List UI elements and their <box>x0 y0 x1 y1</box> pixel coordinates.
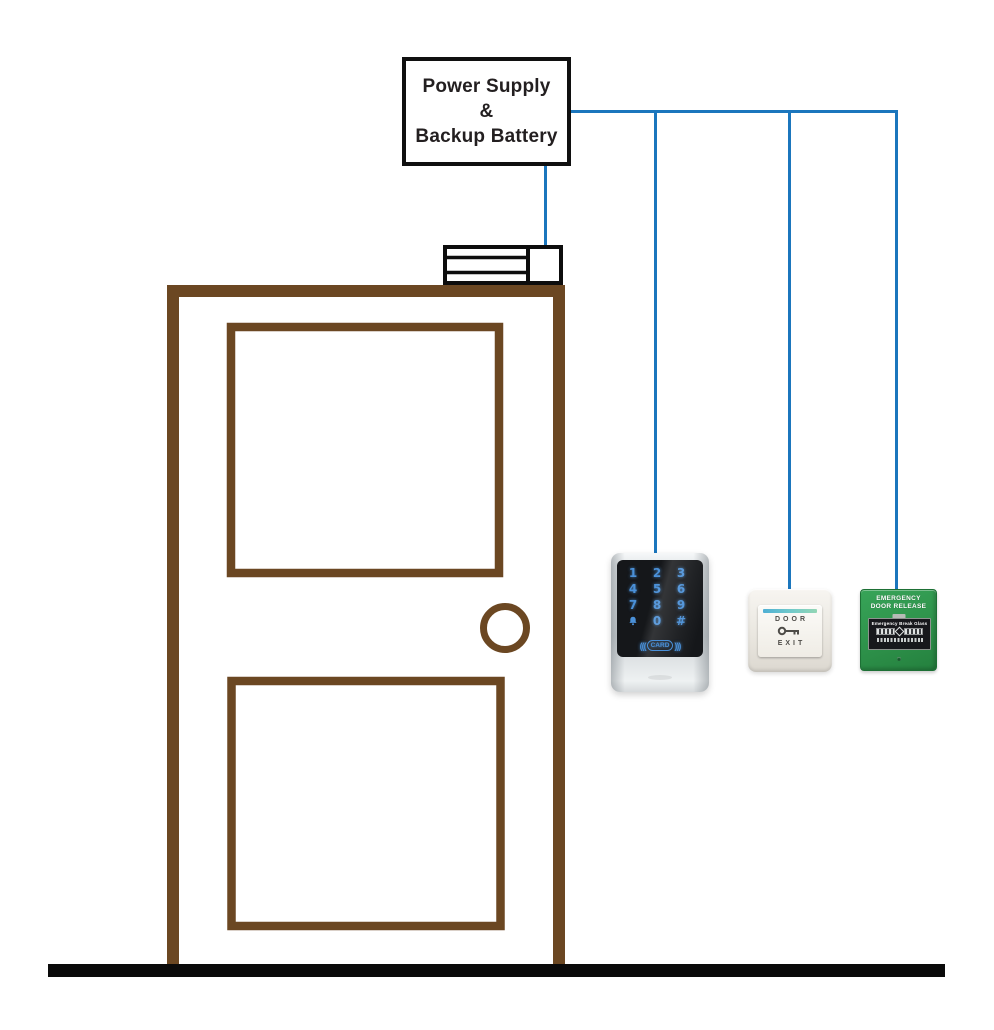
glass-panel: Emergency Break Glass <box>868 618 931 650</box>
glass-panel-tab <box>892 614 905 619</box>
barcode-strip <box>904 628 923 635</box>
maglock-body <box>443 245 563 285</box>
door-upper-panel <box>226 322 504 578</box>
door-lower-panel <box>227 676 505 931</box>
barcode-strip <box>876 628 895 635</box>
break-glass-header: EMERGENCY DOOR RELEASE <box>861 595 936 610</box>
power-supply-label-line3: Backup Battery <box>415 126 558 148</box>
power-supply-label-line2: & <box>479 100 494 122</box>
rfid-wave-left-icon: ((( <box>639 640 647 651</box>
doorbell-icon <box>629 616 637 626</box>
keypad-keys-grid: 1 2 3 4 5 6 7 8 9 0 # <box>621 565 693 629</box>
glass-barcode-row <box>869 626 930 637</box>
keypad-key-0: 0 <box>652 614 662 628</box>
door-frame-left <box>167 285 179 965</box>
glass-panel-label: Emergency Break Glass <box>871 621 928 626</box>
door-frame-right <box>553 285 565 965</box>
maglock <box>443 245 563 285</box>
power-supply-box: Power Supply & Backup Battery <box>402 57 571 166</box>
keypad-key-hash: # <box>675 614 687 628</box>
keypad-screen: 1 2 3 4 5 6 7 8 9 0 # ((( <box>617 560 703 657</box>
break-glass-header-line1: EMERGENCY <box>876 595 921 602</box>
keypad-key-6: 6 <box>676 582 686 596</box>
keypad-key-7: 7 <box>628 598 638 612</box>
keypad-key-4: 4 <box>628 582 638 596</box>
emergency-break-glass-unit: EMERGENCY DOOR RELEASE Emergency Break G… <box>860 589 937 671</box>
keypad-key-bell <box>621 613 645 629</box>
keypad-key-5: 5 <box>652 582 662 596</box>
glass-fine-print <box>876 638 923 642</box>
exit-exit-label: EXIT <box>777 640 806 647</box>
door-handle <box>480 603 530 653</box>
keypad-key-2: 2 <box>652 566 662 580</box>
break-glass-header-line2: DOOR RELEASE <box>870 602 927 610</box>
diamond-mark-icon <box>894 626 905 637</box>
screw-dot <box>896 657 901 661</box>
keypad-card-reader: 1 2 3 4 5 6 7 8 9 0 # ((( <box>611 553 709 692</box>
keypad-key-3: 3 <box>676 566 686 580</box>
exit-door-label: DOOR <box>775 616 808 623</box>
card-label: CARD <box>646 640 674 651</box>
power-supply-label-line1: Power Supply <box>422 75 551 97</box>
exit-button-unit: DOOR EXIT <box>748 589 832 672</box>
key-icon <box>777 626 799 636</box>
keypad-key-8: 8 <box>652 598 662 612</box>
rfid-card-logo: ((( CARD ))) <box>617 640 703 651</box>
door <box>167 285 565 965</box>
keypad-key-9: 9 <box>676 598 686 612</box>
keypad-key-1: 1 <box>628 566 638 580</box>
floor-line <box>48 964 945 977</box>
exit-button-stripe <box>763 609 817 613</box>
rfid-wave-right-icon: ))) <box>674 640 681 651</box>
wiring <box>544 110 898 590</box>
door-frame-top <box>167 285 565 297</box>
exit-button-plate: DOOR EXIT <box>758 605 822 657</box>
keypad-brand-mark <box>648 675 672 680</box>
